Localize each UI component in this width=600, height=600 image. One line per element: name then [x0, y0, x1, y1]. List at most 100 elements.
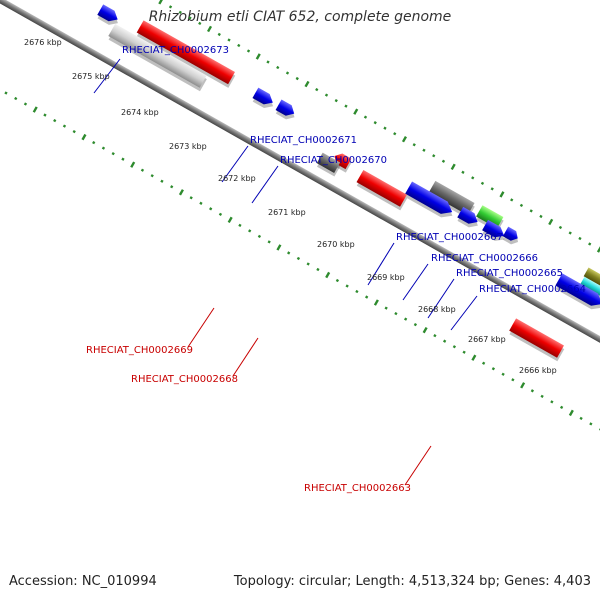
scale-tick: [227, 216, 233, 224]
label-leader-line: [187, 307, 215, 348]
scale-tick-label: 2668 kbp: [418, 305, 456, 314]
scale-tick: [383, 126, 387, 130]
gene-label[interactable]: RHECIAT_CH0002670: [280, 155, 387, 166]
scale-tick: [499, 191, 505, 198]
scale-tick: [316, 267, 320, 272]
scale-tick: [170, 185, 174, 189]
label-leaders: [93, 58, 478, 486]
scale-tick: [559, 405, 564, 409]
gene-label[interactable]: RHECIAT_CH0002666: [431, 253, 538, 264]
gene-label[interactable]: RHECIAT_CH0002669: [86, 345, 193, 356]
gene-feature[interactable]: [356, 169, 407, 207]
gene-feature[interactable]: [428, 180, 475, 216]
scale-tick-label: 2669 kbp: [367, 273, 405, 282]
scale-tick: [257, 234, 262, 239]
gene-label[interactable]: RHECIAT_CH0002673: [122, 45, 229, 56]
scale-tick: [393, 132, 397, 136]
scale-tick-label: 2670 kbp: [317, 240, 355, 249]
gene-feature[interactable]: [555, 273, 600, 310]
scale-tick: [450, 163, 456, 171]
gene-feature[interactable]: [405, 181, 455, 218]
scale-tick: [589, 422, 593, 426]
scale-tick-label: 2671 kbp: [268, 208, 306, 217]
scale-tick: [578, 236, 582, 241]
scale-tick: [53, 118, 57, 123]
gene-feature[interactable]: [482, 219, 507, 241]
scale-tick: [568, 231, 572, 235]
gene-feature[interactable]: [316, 152, 341, 173]
tick-row-lower: [4, 91, 600, 432]
scale-tick: [295, 76, 299, 81]
scale-tick: [441, 159, 446, 163]
scale-tick-label: 2672 kbp: [218, 174, 256, 183]
gene-feature[interactable]: [252, 87, 275, 108]
gene-feature[interactable]: [108, 23, 207, 88]
gene-feature[interactable]: [457, 206, 480, 227]
gene-label[interactable]: RHECIAT_CH0002663: [304, 483, 411, 494]
scale-tick: [198, 21, 202, 26]
scale-tick-label: 2667 kbp: [468, 335, 506, 344]
scale-tick: [62, 124, 67, 128]
scale-tick: [373, 121, 377, 125]
scale-tick: [111, 152, 115, 156]
scale-tick: [520, 382, 526, 389]
label-leader-line: [221, 145, 249, 183]
scale-tick: [168, 5, 173, 9]
scale-tick: [276, 244, 282, 251]
gene-label[interactable]: RHECIAT_CH0002671: [250, 135, 357, 146]
scale-tick: [490, 187, 494, 191]
scale-tick: [72, 129, 76, 134]
gene-feature[interactable]: [509, 318, 564, 358]
genome-backbone: [0, 0, 600, 363]
tick-row-upper: [158, 0, 600, 253]
gene-label[interactable]: RHECIAT_CH0002664: [479, 284, 586, 295]
gene-labels: RHECIAT_CH0002673 RHECIAT_CH0002671 RHEC…: [86, 45, 586, 494]
scale-tick: [550, 400, 554, 404]
scale-tick: [480, 181, 485, 185]
scale-tick: [23, 102, 28, 106]
scale-tick: [324, 93, 329, 97]
scale-tick: [373, 299, 379, 306]
scale-tick: [158, 0, 164, 5]
scale-tick: [529, 209, 533, 213]
scale-tick: [519, 203, 524, 208]
scale-tick: [588, 242, 592, 246]
scale-tick: [401, 136, 408, 143]
scale-tick: [461, 170, 465, 174]
scale-tick: [422, 148, 426, 152]
scale-tick: [443, 339, 447, 343]
gene-label[interactable]: RHECIAT_CH0002667: [396, 232, 503, 243]
label-leader-line: [402, 263, 429, 301]
scale-tick: [344, 104, 348, 108]
scale-tick: [540, 394, 544, 398]
label-leader-line: [93, 58, 121, 94]
scale-tick: [530, 389, 535, 393]
scale-tick: [287, 251, 291, 255]
gene-feature[interactable]: [97, 4, 120, 24]
scale-tick: [238, 223, 242, 228]
scale-tick: [246, 49, 251, 53]
map-title: Rhizobium etli CIAT 652, complete genome: [148, 9, 452, 25]
genome-summary: Topology: circular; Length: 4,513,324 bp…: [233, 574, 591, 589]
gene-feature[interactable]: [136, 20, 235, 85]
gene-feature[interactable]: [502, 226, 521, 243]
scale-tick: [325, 271, 331, 279]
scale-tick-label: 2666 kbp: [519, 366, 557, 375]
gene-feature[interactable]: [583, 267, 600, 304]
gene-feature[interactable]: [580, 276, 600, 312]
gene-feature[interactable]: [476, 205, 504, 229]
scale-tick: [315, 87, 319, 92]
gene-feature[interactable]: [275, 99, 298, 119]
scale-tick: [178, 10, 182, 15]
gene-label[interactable]: RHECIAT_CH0002668: [131, 374, 238, 385]
scale-tick: [199, 201, 203, 205]
scale-tick: [160, 179, 164, 183]
scale-tick: [568, 409, 574, 417]
gene-label[interactable]: RHECIAT_CH0002665: [456, 268, 563, 279]
gene-features: [97, 4, 600, 362]
gene-feature[interactable]: [332, 151, 352, 170]
scale-tick: [267, 240, 271, 244]
scale-tick: [471, 354, 477, 361]
label-leader-line: [232, 337, 259, 377]
scale-tick: [285, 71, 290, 75]
